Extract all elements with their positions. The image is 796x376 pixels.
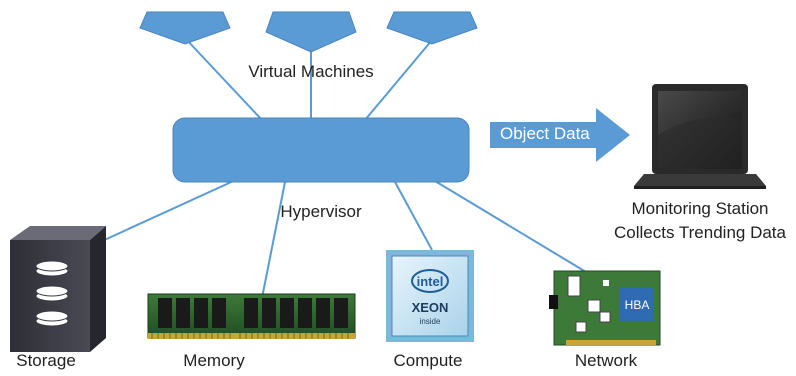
vm-link-left: [184, 37, 263, 121]
compute-link: [394, 181, 433, 251]
storage-server-icon: [10, 226, 106, 352]
object-data-label: Object Data: [500, 124, 590, 143]
storage-label: Storage: [16, 351, 76, 370]
vm-node-3: [386, 11, 478, 45]
vm-link-right: [364, 39, 433, 121]
connectors: [99, 37, 587, 299]
ram-module-icon: [147, 293, 356, 339]
memory-label: Memory: [183, 351, 245, 370]
hba-network-card-icon: HBA: [549, 270, 661, 346]
compute-label: Compute: [393, 351, 463, 370]
intel-xeon-cpu-icon: intel XEON inside: [386, 250, 474, 342]
nic-badge: HBA: [625, 298, 650, 312]
virtual-machines-label: Virtual Machines: [248, 62, 374, 81]
chip-brand: intel: [417, 274, 444, 289]
vm-node-1: [139, 11, 231, 45]
network-link: [429, 177, 587, 273]
laptop-icon: [634, 84, 766, 189]
hypervisor-label: Hypervisor: [280, 202, 362, 221]
storage-link: [99, 177, 241, 243]
memory-link: [261, 181, 286, 299]
hypervisor-node: [172, 117, 470, 183]
vm-node-2: [265, 11, 357, 53]
monitoring-station-label: Monitoring Station: [631, 199, 769, 218]
virtual-machines: [139, 11, 478, 53]
object-data-arrow: [490, 108, 630, 162]
network-label: Network: [574, 351, 638, 370]
chip-tagline: inside: [420, 317, 441, 326]
monitoring-station-sublabel: Collects Trending Data: [614, 223, 786, 242]
chip-model: XEON: [412, 300, 449, 315]
